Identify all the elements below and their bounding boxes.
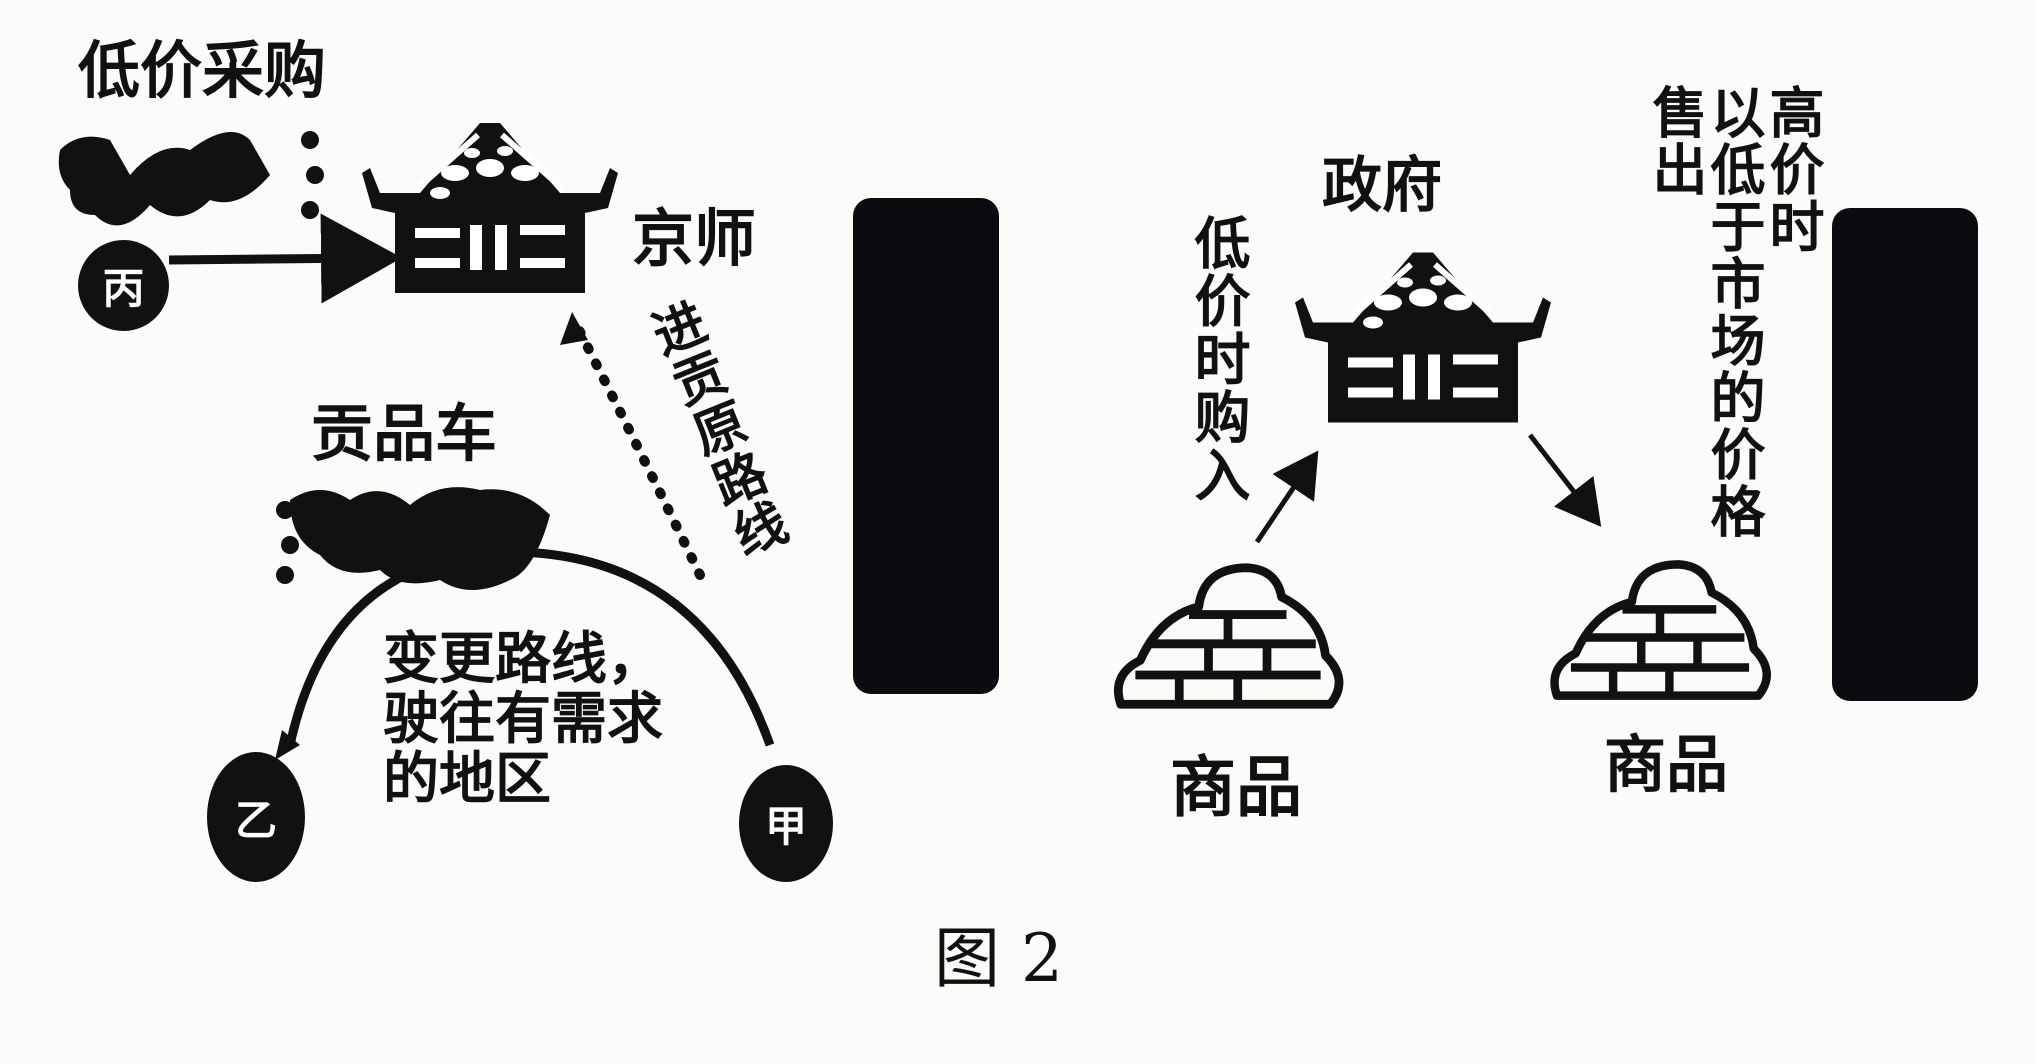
place-jia: 甲: [739, 765, 833, 882]
purchase-arrow: [168, 213, 402, 304]
sell-arrow: [1528, 433, 1602, 527]
change-route-line: 的地区: [383, 747, 551, 812]
figure-caption: 图 2: [934, 920, 1063, 997]
sell-label-col2: 以低于市场的价格: [1701, 84, 1765, 540]
sell-label-col1: 高价时: [1760, 84, 1824, 255]
capital-label: 京师: [632, 202, 757, 275]
horse-cart-icon-1: [58, 131, 324, 226]
goods-pile-icon-right: [1555, 564, 1767, 695]
divider-bar-right: [1832, 208, 1978, 701]
divider-bar-left: [853, 198, 999, 694]
place-yi: 乙: [207, 752, 305, 882]
place-bing: 丙: [78, 240, 169, 331]
buy-arrow: [1254, 450, 1319, 544]
sell-label-col3: 售出: [1643, 84, 1707, 198]
goods-pile-icon-left: [1118, 568, 1339, 705]
capital-house-icon: [362, 123, 618, 293]
government-house-icon: [1295, 253, 1551, 423]
government-label: 政府: [1322, 151, 1442, 221]
low-price-purchase-label: 低价采购: [78, 34, 327, 107]
original-route-dotted: [568, 313, 705, 580]
buy-when-low-label: 低价时购入: [1185, 214, 1250, 504]
change-route-label: 变更路线， 驶往有需求 的地区: [383, 630, 663, 810]
horse-cart-icon-2: [276, 487, 550, 590]
change-route-line: 变更路线，: [383, 627, 663, 692]
goods-label-right: 商品: [1604, 728, 1729, 801]
tribute-cart-label: 贡品车: [311, 397, 498, 470]
change-route-line: 驶往有需求: [383, 687, 663, 752]
goods-label-left: 商品: [1170, 749, 1302, 826]
